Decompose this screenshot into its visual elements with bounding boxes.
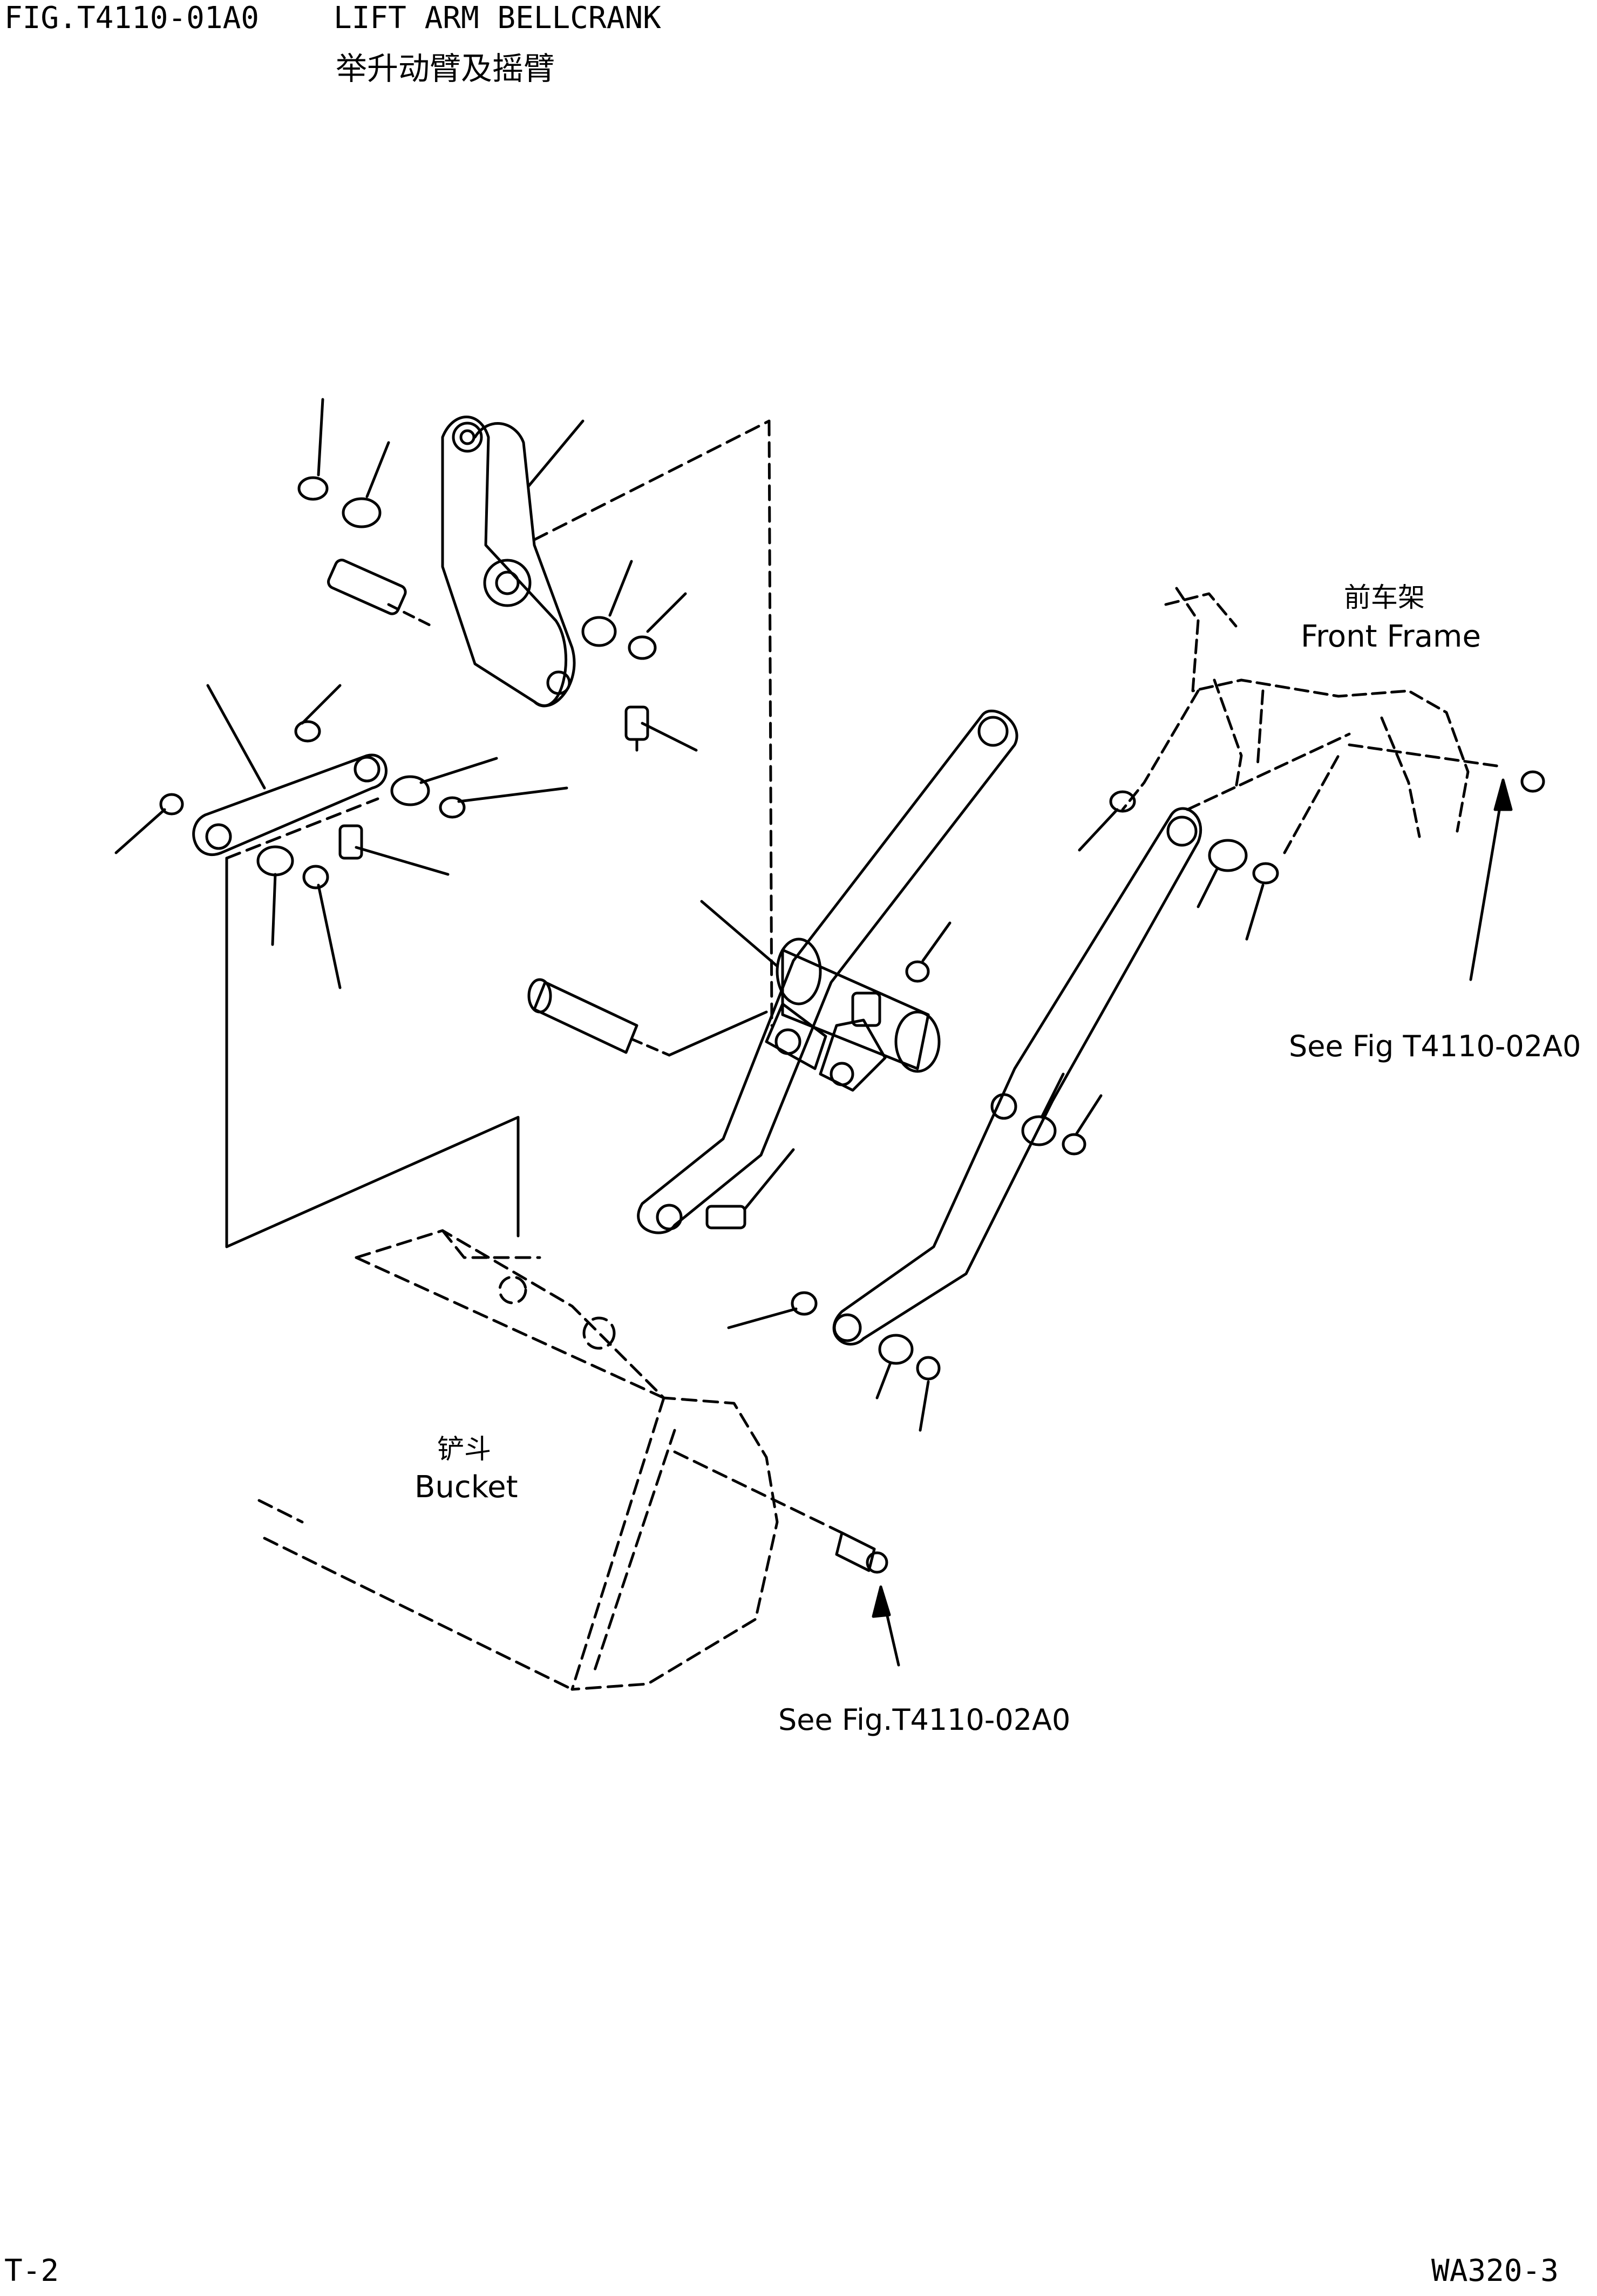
bushing-7 bbox=[878, 1334, 914, 1365]
bucket-label-en: Bucket bbox=[414, 1470, 518, 1505]
ref-arrow-right bbox=[1469, 786, 1505, 981]
cross-tube bbox=[765, 938, 941, 1092]
bushing-2 bbox=[581, 616, 617, 647]
front-frame-label-cn: 前车架 bbox=[1344, 582, 1425, 613]
washer-4 bbox=[159, 793, 184, 816]
washer-12 bbox=[916, 1356, 941, 1381]
washer-7 bbox=[1109, 790, 1136, 813]
model-number: WA320-3 bbox=[1431, 2253, 1559, 2288]
link-rod bbox=[192, 684, 388, 856]
bucket-pin bbox=[835, 1531, 888, 1574]
figure-title-cn: 举升动臂及摇臂 bbox=[336, 50, 555, 87]
washer-8 bbox=[1252, 862, 1279, 885]
page-number: T-2 bbox=[4, 2253, 59, 2288]
figure-title-en: LIFT ARM BELLCRANK bbox=[334, 1, 661, 36]
grease-fitting-2 bbox=[338, 824, 363, 860]
construction-plane bbox=[225, 419, 773, 1248]
figure-code: FIG.T4110-01A0 bbox=[4, 1, 260, 36]
lift-arm-left bbox=[637, 709, 1018, 1234]
front-frame-label-en: Front Frame bbox=[1301, 619, 1481, 654]
bushing-4 bbox=[256, 845, 294, 877]
bucket bbox=[257, 1229, 844, 1691]
bellcrank bbox=[441, 416, 585, 708]
upper-pin bbox=[327, 559, 433, 628]
ref-arrow-right-head bbox=[1493, 778, 1513, 811]
front-frame bbox=[1121, 587, 1502, 854]
washer-10 bbox=[1062, 1133, 1086, 1156]
ref-arrow-bottom-head bbox=[872, 1585, 891, 1618]
lift-arm-right bbox=[832, 807, 1202, 1346]
grease-fitting-1 bbox=[624, 705, 649, 752]
lower-pin bbox=[527, 978, 768, 1057]
bushing-1 bbox=[342, 497, 382, 528]
bushing-5 bbox=[1208, 839, 1248, 872]
washer-2 bbox=[628, 635, 657, 660]
bucket-label-cn: 铲斗 bbox=[437, 1434, 491, 1465]
grease-fitting-3 bbox=[705, 1205, 746, 1229]
leader-lines bbox=[114, 398, 1265, 1432]
washer-5 bbox=[439, 796, 466, 819]
reference-label-right: See Fig T4110-02A0 bbox=[1289, 1029, 1581, 1063]
washer-9 bbox=[905, 960, 930, 983]
bushing-3 bbox=[390, 775, 430, 806]
washer-3 bbox=[294, 720, 321, 743]
bushing-6 bbox=[1021, 1115, 1057, 1146]
washer-6 bbox=[302, 865, 329, 889]
frame-pin-end bbox=[1520, 770, 1545, 793]
washer-11 bbox=[791, 1291, 818, 1316]
reference-label-bottom: See Fig.T4110-02A0 bbox=[778, 1703, 1071, 1737]
washer-1 bbox=[297, 476, 329, 501]
